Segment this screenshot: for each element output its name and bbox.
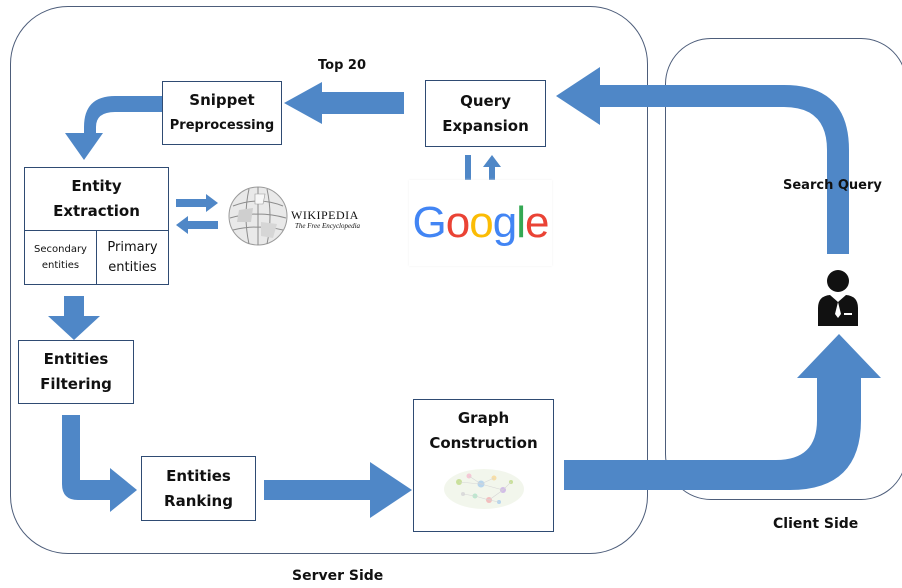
query-expansion-box: Query Expansion	[425, 80, 546, 147]
box-subtitle: Construction	[429, 434, 538, 452]
snippet-preprocessing-box: Snippet Preprocessing	[162, 81, 282, 145]
google-logo: G o o g l e	[409, 180, 552, 266]
server-side-label: Server Side	[292, 568, 384, 584]
box-subtitle: Extraction	[53, 202, 140, 220]
entity-extraction-box: Entity Extraction Secondary entities Pri…	[24, 167, 169, 285]
client-side-label: Client Side	[773, 516, 859, 532]
client-side-region	[665, 38, 902, 500]
wikipedia-logo: WIKIPEDIA The Free Encyclopedia	[225, 182, 370, 252]
arrow-entity-to-wikipedia	[176, 194, 218, 212]
arrow-filtering-to-ranking	[62, 415, 137, 512]
graph-construction-box: Graph Construction	[413, 399, 554, 532]
google-letter: e	[524, 198, 550, 247]
arrow-search-query	[556, 67, 849, 254]
entities-filtering-box: Entities Filtering	[18, 340, 134, 404]
arrow-ranking-to-graph	[264, 462, 412, 518]
box-subtitle: Ranking	[164, 491, 233, 510]
box-title: Query	[460, 91, 511, 110]
google-letter: o	[469, 198, 494, 247]
google-letter: G	[412, 198, 447, 247]
box-subtitle: Preprocessing	[169, 118, 275, 133]
top20-label: Top 20	[318, 58, 366, 73]
arrow-snippet-to-entity	[65, 96, 162, 160]
box-title: Entities	[43, 350, 109, 368]
search-query-label: Search Query	[783, 178, 882, 193]
google-letter: g	[492, 198, 518, 247]
arrow-graph-to-user	[564, 334, 881, 490]
google-letter: l	[516, 198, 526, 247]
box-title: Graph	[457, 409, 510, 427]
box-title: Entities	[166, 466, 231, 485]
arrow-top20	[284, 82, 404, 124]
secondary-entities-cell: Secondary entities	[25, 230, 97, 284]
box-subtitle: Filtering	[40, 375, 112, 393]
arrow-google-to-query	[483, 155, 501, 199]
primary-entities-cell: Primary entities	[97, 230, 168, 284]
arrow-wikipedia-to-entity	[176, 216, 218, 234]
wikipedia-globe-icon	[228, 186, 288, 246]
box-subtitle: Expansion	[442, 116, 529, 135]
wikipedia-tagline: The Free Encyclopedia	[295, 222, 361, 230]
entities-ranking-box: Entities Ranking	[141, 456, 256, 521]
arrow-entity-to-filtering	[48, 296, 100, 340]
wikipedia-wordmark: WIKIPEDIA	[291, 208, 359, 222]
box-title: Snippet	[189, 91, 255, 109]
graph-thumbnail	[443, 469, 524, 509]
google-letter: o	[445, 198, 471, 247]
box-title: Entity	[71, 177, 122, 195]
user-icon	[818, 270, 858, 326]
